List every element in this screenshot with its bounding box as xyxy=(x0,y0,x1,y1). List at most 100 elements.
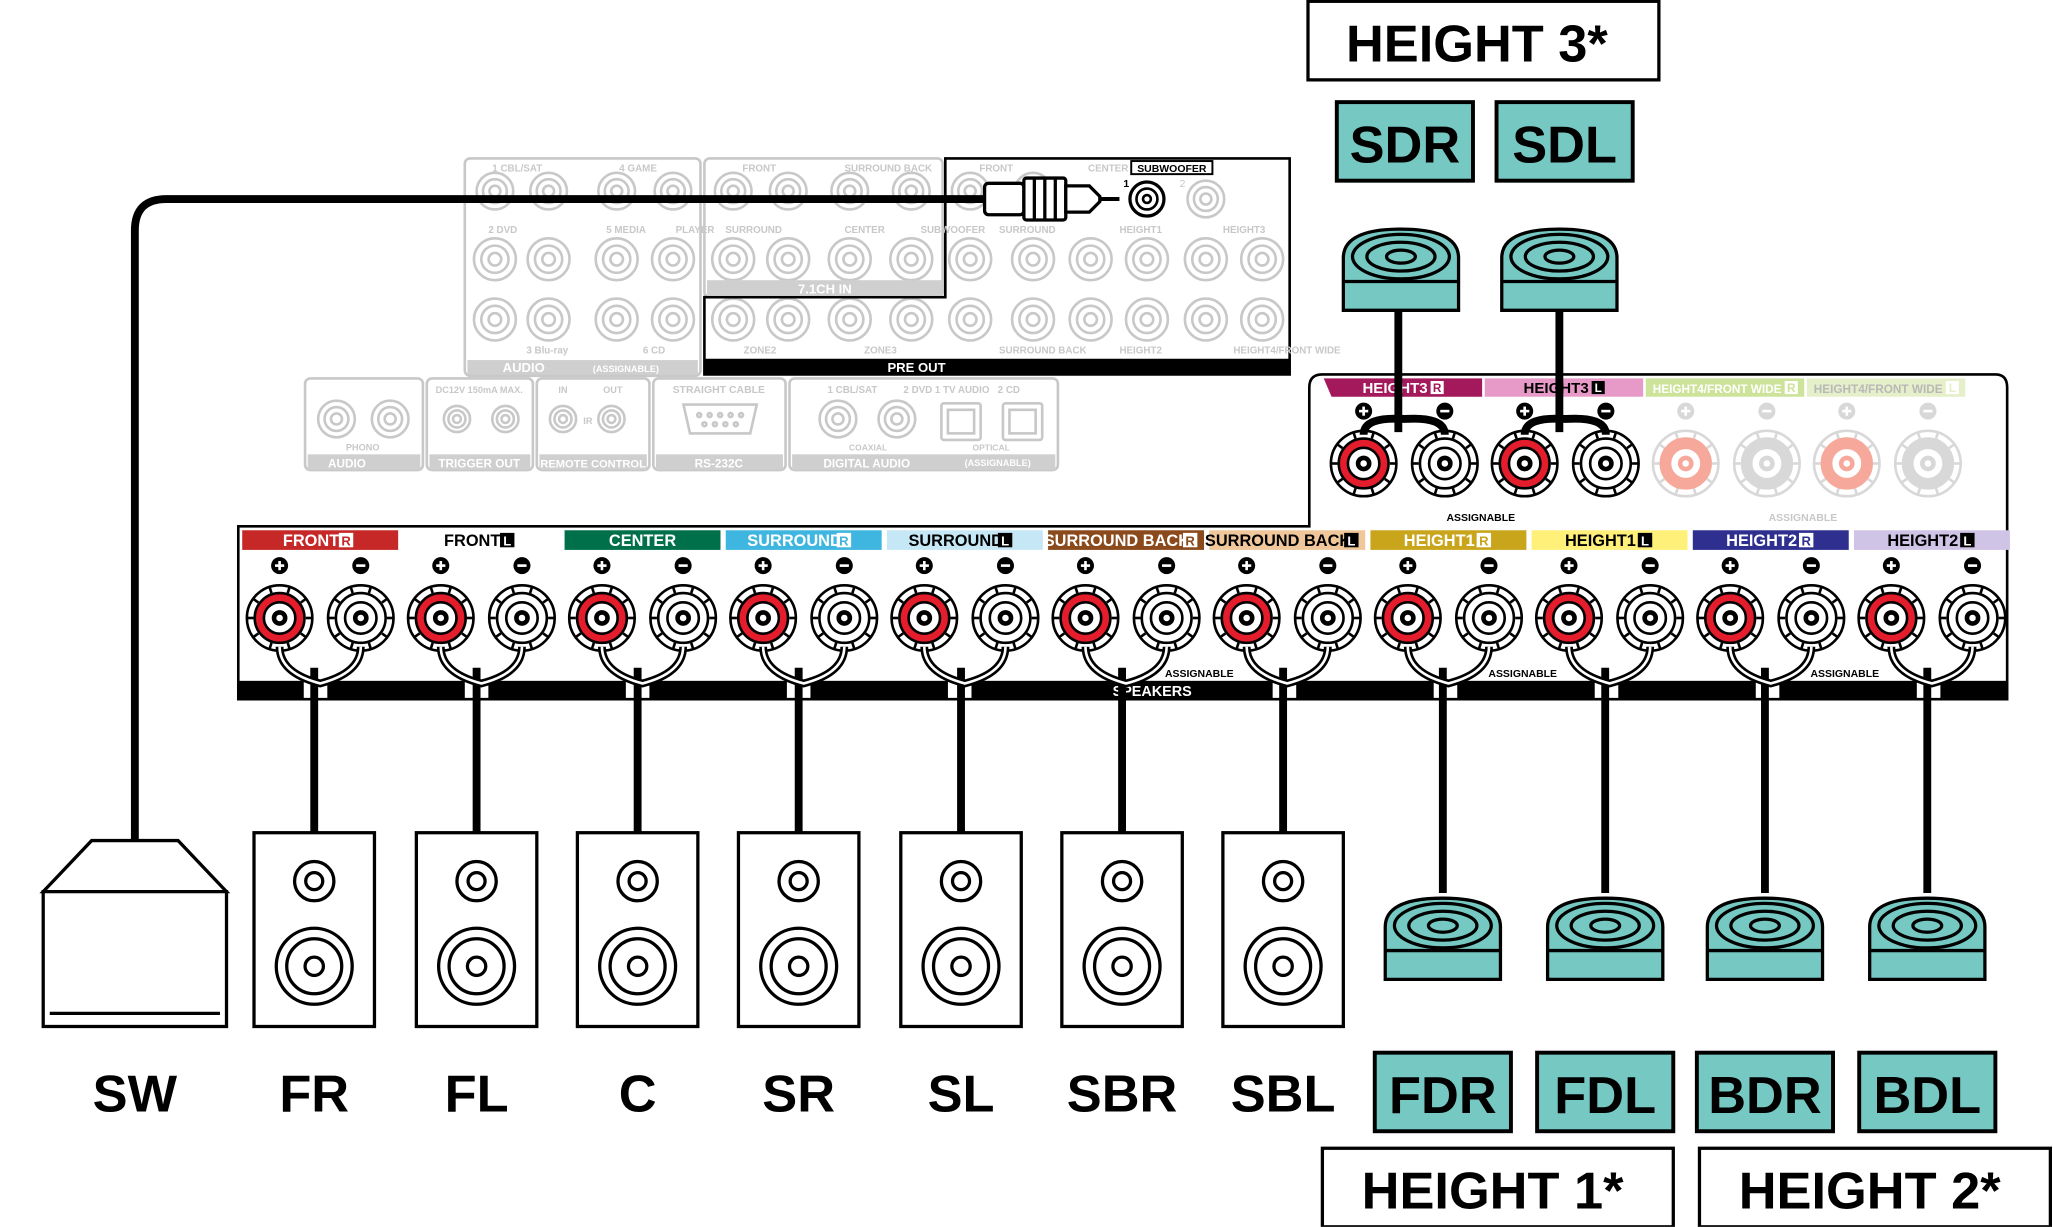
subwoofer-speaker xyxy=(39,838,231,1029)
faded-rca-jack xyxy=(889,236,934,282)
terminal-group-label: SURROUND xyxy=(747,532,842,550)
positive-terminal xyxy=(245,583,314,653)
faded-rca-jack xyxy=(475,171,515,211)
upper-side-badge: L xyxy=(1949,382,1956,395)
faded-rca-jack xyxy=(1183,236,1229,282)
coaxial-jack xyxy=(877,399,917,439)
terminal-side-badge: R xyxy=(1479,533,1489,548)
upper-side-badge: L xyxy=(1595,382,1602,395)
negative-terminal xyxy=(1938,583,2007,653)
plus-icon xyxy=(1076,557,1094,575)
faded-rca-jack xyxy=(765,236,811,282)
pre-out-bar xyxy=(704,358,1290,375)
terminal-side-badge: L xyxy=(503,533,511,548)
floor-speaker-label: C xyxy=(619,1066,657,1124)
terminal-group-label: HEIGHT2 xyxy=(1887,532,1958,550)
panel-small-label: HEIGHT2 xyxy=(1119,346,1162,357)
positive-terminal xyxy=(1696,583,1765,653)
minus-icon xyxy=(513,557,531,575)
negative-terminal xyxy=(810,583,879,653)
digital-note: (ASSIGNABLE) xyxy=(965,458,1031,468)
faded-rca-jack xyxy=(713,171,753,211)
terminal-side-badge: R xyxy=(1801,533,1811,548)
panel-small-label: HEIGHT4/FRONT WIDE xyxy=(1233,346,1341,357)
negative-terminal xyxy=(971,583,1040,653)
panel-small-label: 5 MEDIA xyxy=(606,225,646,236)
cable-forks xyxy=(275,414,1977,688)
panel-small-label: 1 CBL/SAT xyxy=(492,164,542,175)
audio-in-note: (ASSIGNABLE) xyxy=(593,364,659,374)
height1-box xyxy=(1320,1146,1675,1227)
panel-small-label: 4 GAME xyxy=(619,164,657,175)
positive-terminal xyxy=(1812,429,1881,498)
panel-small-label: CENTER xyxy=(1088,164,1128,175)
faded-rca-jacks xyxy=(316,171,1285,439)
assignable-label: ASSIGNABLE xyxy=(1446,513,1515,524)
faded-rca-jack xyxy=(827,236,872,282)
digital-audio-label: DIGITAL AUDIO xyxy=(823,457,910,470)
plus-icon xyxy=(1721,557,1739,575)
panel-small-label: SURROUND BACK xyxy=(844,164,932,175)
subwoofer-label-box xyxy=(1130,160,1214,176)
terminal-group-label: HEIGHT1 xyxy=(1404,532,1475,550)
panel-small-label: SURROUND xyxy=(725,225,782,236)
plus-icon xyxy=(1677,402,1695,420)
top-height-speaker-label: SDR xyxy=(1334,100,1475,183)
height-speaker xyxy=(1705,896,1825,981)
subwoofer-2: 2 xyxy=(1180,179,1186,190)
faded-rca-jack xyxy=(594,297,639,342)
minus-icon xyxy=(1964,557,1982,575)
faded-rca-jack xyxy=(891,171,931,211)
remote-jack xyxy=(548,404,578,434)
positive-terminal xyxy=(1534,583,1604,653)
plus-icon xyxy=(1399,557,1417,575)
floor-speaker-label: SR xyxy=(762,1066,835,1124)
plus-icon xyxy=(1560,557,1578,575)
trigger-jack xyxy=(442,404,472,434)
terminal-group-label: CENTER xyxy=(609,532,676,550)
floor-speaker-label: SW xyxy=(93,1066,178,1124)
audio-in-label: AUDIO xyxy=(503,360,545,375)
assignable-label: ASSIGNABLE xyxy=(1769,513,1838,524)
remote-in-label: IN xyxy=(558,385,567,395)
subwoofer-1: 1 xyxy=(1123,179,1129,190)
terminal-group-label: SURROUND BACK xyxy=(1205,532,1352,550)
floor-speaker-label: FL xyxy=(445,1066,509,1124)
negative-terminal xyxy=(1293,583,1362,653)
panel-small-label: 2 CD xyxy=(998,385,1020,396)
panel-small-label: SURROUND BACK xyxy=(999,346,1087,357)
teal-speaker-code: FDR xyxy=(1389,1067,1497,1125)
faded-rca-jack xyxy=(827,297,872,342)
bottom-height-speaker-label: FDL xyxy=(1535,1050,1676,1134)
panel-small-label: ZONE2 xyxy=(744,346,777,357)
positive-terminal xyxy=(1329,429,1398,498)
height3-label: HEIGHT 3* xyxy=(1346,16,1608,74)
height3-box xyxy=(1306,0,1661,82)
faded-rca-jack xyxy=(765,297,811,342)
positive-terminal xyxy=(1051,583,1120,653)
terminal-side-badge: R xyxy=(341,533,351,548)
terminal-side-badge: L xyxy=(1001,533,1009,548)
lower-panel-labels: AUDIO PHONO TRIGGER OUT DC12V 150mA MAX.… xyxy=(307,385,1056,470)
trigger-jack xyxy=(490,404,520,434)
negative-terminal xyxy=(326,583,395,653)
positive-terminal xyxy=(1373,583,1442,653)
phono-jack xyxy=(316,399,357,439)
faded-rca-jack xyxy=(1183,297,1229,342)
floor-speaker-label: SBR xyxy=(1067,1066,1178,1124)
panel-small-label: 1 TV AUDIO xyxy=(935,385,990,396)
negative-terminal xyxy=(487,583,556,653)
terminal-group-label: SURROUND BACK xyxy=(1044,532,1191,550)
height-speaker xyxy=(1383,896,1503,981)
plus-icon xyxy=(271,557,289,575)
panel-small-label: 3 Blu-ray xyxy=(526,346,568,357)
faded-rca-jack xyxy=(653,171,693,211)
plus-icon xyxy=(593,557,611,575)
